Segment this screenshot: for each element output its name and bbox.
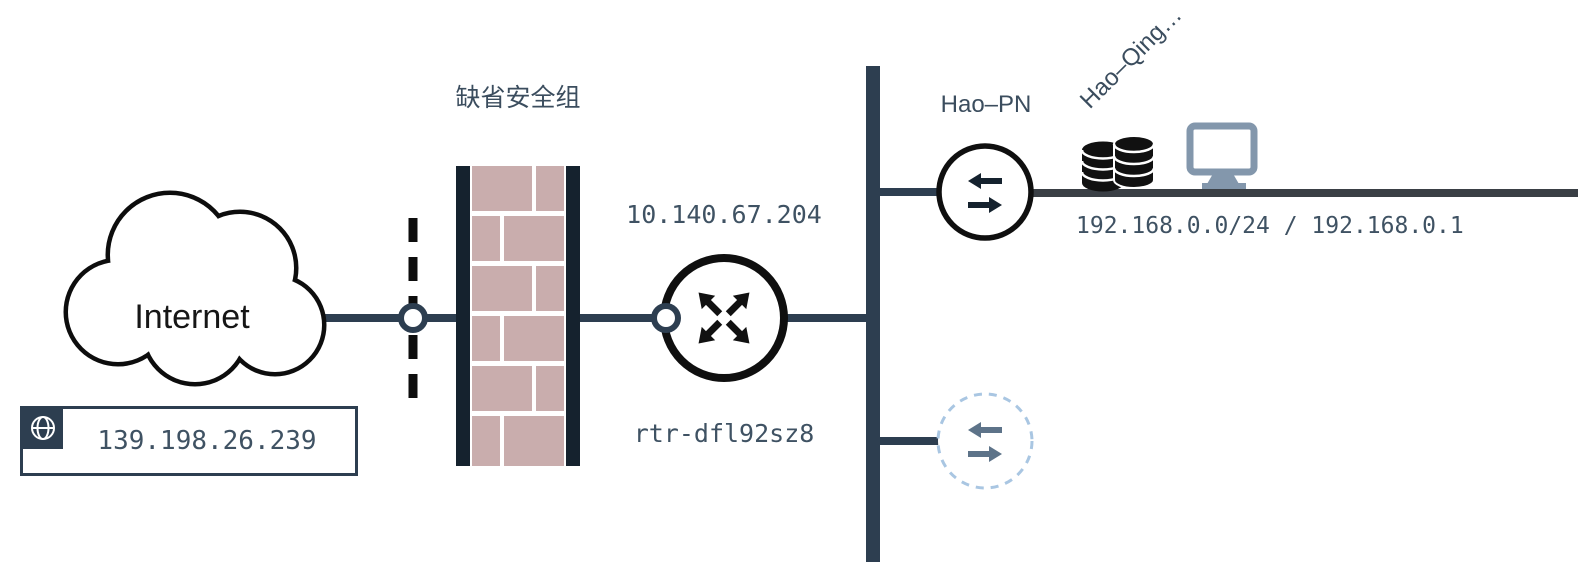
internet-cloud[interactable] [63, 190, 327, 387]
vxnet-cidr-label: 192.168.0.0/24 / 192.168.0.1 [1076, 213, 1464, 239]
eip-value: 139.198.26.239 [97, 426, 317, 456]
security-group-label: 缺省安全组 [455, 84, 581, 112]
router-ip-label: 10.140.67.204 [626, 200, 822, 229]
eip-badge[interactable]: 139.198.26.239 [20, 406, 358, 476]
vxnet-line [1029, 189, 1578, 197]
firewall-brick-icon[interactable] [456, 166, 580, 466]
internet-label: Internet [134, 298, 250, 336]
database-icon[interactable] [1080, 135, 1156, 192]
router-node[interactable] [660, 254, 788, 382]
router-name-label: rtr-dfl92sz8 [633, 419, 815, 448]
switch-primary-label: Hao–PN [940, 91, 1032, 118]
network-bus [866, 66, 880, 562]
connector-dot-router [651, 303, 681, 333]
switch-primary-node[interactable] [936, 143, 1034, 241]
monitor-icon[interactable] [1186, 122, 1258, 189]
switch-secondary-node[interactable] [936, 392, 1034, 490]
globe-icon [23, 409, 63, 449]
connector-dot-boundary [398, 303, 428, 333]
